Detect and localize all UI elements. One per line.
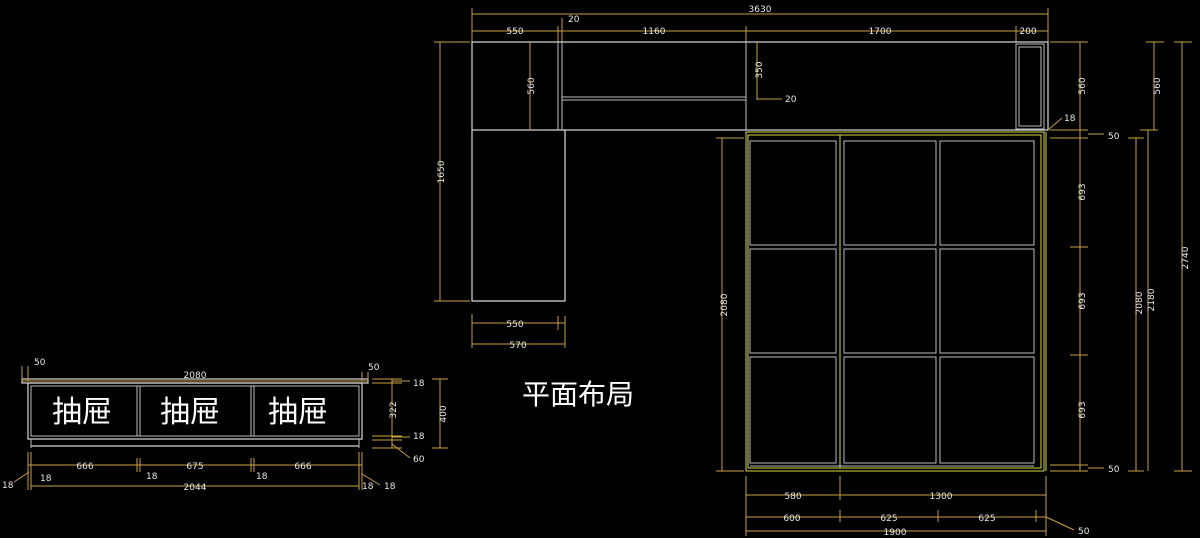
- dim-cab-666-a: 666: [76, 462, 93, 472]
- dim-right-2740: 2740: [1181, 246, 1191, 269]
- dim-right-560: 560: [1078, 77, 1088, 94]
- dim-cab-18-c: 18: [146, 472, 158, 482]
- dim-cab-2080: 2080: [184, 371, 207, 381]
- dim-cab-18-b: 18: [40, 474, 52, 484]
- dim-shelf-350: 350: [755, 61, 765, 78]
- dim-top-1700: 1700: [869, 27, 892, 37]
- dim-bottom-550: 550: [506, 320, 523, 330]
- dim-cab-50-right: 50: [368, 363, 380, 373]
- dim-cab-18-top: 18: [413, 379, 425, 389]
- dim-cab-50-left: 50: [34, 358, 46, 368]
- dim-top-550: 550: [506, 27, 523, 37]
- dim-grid-1900: 1900: [884, 528, 907, 538]
- dim-overall-width: 3630: [749, 5, 772, 15]
- dim-grid-580: 580: [784, 492, 801, 502]
- dim-cab-18-f: 18: [384, 482, 396, 492]
- drawer-label-3: 抽屉: [268, 395, 328, 430]
- grid-panels: [749, 140, 1035, 467]
- dim-cab-675: 675: [186, 462, 203, 472]
- dim-right-50-bottom: 50: [1108, 465, 1120, 475]
- top-dimension-chain: 3630 550 1160 1700 200 20: [471, 5, 1049, 42]
- right-dimensions: 560 50 693 693 693 50 18 2080 2180 2740 …: [1047, 41, 1192, 475]
- cabinet-dimensions: 50 50 2080 18 322 18 60 400 666: [2, 358, 449, 493]
- right-grid-unit: [745, 131, 1047, 472]
- dim-grid-625-b: 625: [978, 514, 995, 524]
- plan-outline: [471, 41, 1049, 302]
- dim-right-18: 18: [1064, 114, 1076, 124]
- dim-shelf-560: 560: [527, 77, 537, 94]
- grid-left-dimension: 2080: [716, 137, 744, 472]
- dim-right-693-a: 693: [1078, 183, 1088, 200]
- dim-left-1650: 1650: [437, 160, 447, 183]
- dim-cab-666-b: 666: [294, 462, 311, 472]
- dim-cab-18-a: 18: [2, 481, 14, 491]
- dim-cab-60: 60: [413, 455, 425, 465]
- drawer-label-1: 抽屉: [52, 395, 112, 430]
- dim-grid-2080: 2080: [720, 293, 730, 316]
- dim-top-1160: 1160: [643, 27, 666, 37]
- dim-cab-322: 322: [389, 401, 399, 418]
- dim-grid-625-a: 625: [880, 514, 897, 524]
- dim-right-693-c: 693: [1078, 401, 1088, 418]
- dim-right-2180: 2180: [1147, 288, 1157, 311]
- dim-shelf-20: 20: [785, 95, 797, 105]
- dim-top-20: 20: [568, 15, 580, 25]
- dim-cab-2044: 2044: [184, 483, 207, 493]
- dim-bottom-570: 570: [509, 341, 526, 351]
- dim-cab-18-d: 18: [256, 472, 268, 482]
- cabinet-elevation: 抽屉 抽屉 抽屉: [21, 378, 369, 448]
- dim-right-2080: 2080: [1135, 291, 1145, 314]
- left-wing-dimensions: 1650 560 350 20 550 570: [434, 41, 797, 351]
- dim-right-693-b: 693: [1078, 292, 1088, 309]
- dim-right-50-top: 50: [1108, 132, 1120, 142]
- dim-top-200: 200: [1019, 27, 1036, 37]
- grid-bottom-dimensions: 580 1300 600 625 625 50 1900: [745, 476, 1090, 538]
- drawer-label-2: 抽屉: [160, 395, 220, 430]
- dim-cab-18-e: 18: [362, 482, 374, 492]
- dim-grid-1300: 1300: [930, 492, 953, 502]
- dim-far-right-560: 560: [1153, 77, 1163, 94]
- dim-grid-600: 600: [783, 514, 800, 524]
- plan-title: 平面布局: [522, 378, 634, 411]
- dim-cab-400: 400: [439, 405, 449, 422]
- dim-cab-18-mid: 18: [413, 432, 425, 442]
- dim-grid-50: 50: [1078, 527, 1090, 537]
